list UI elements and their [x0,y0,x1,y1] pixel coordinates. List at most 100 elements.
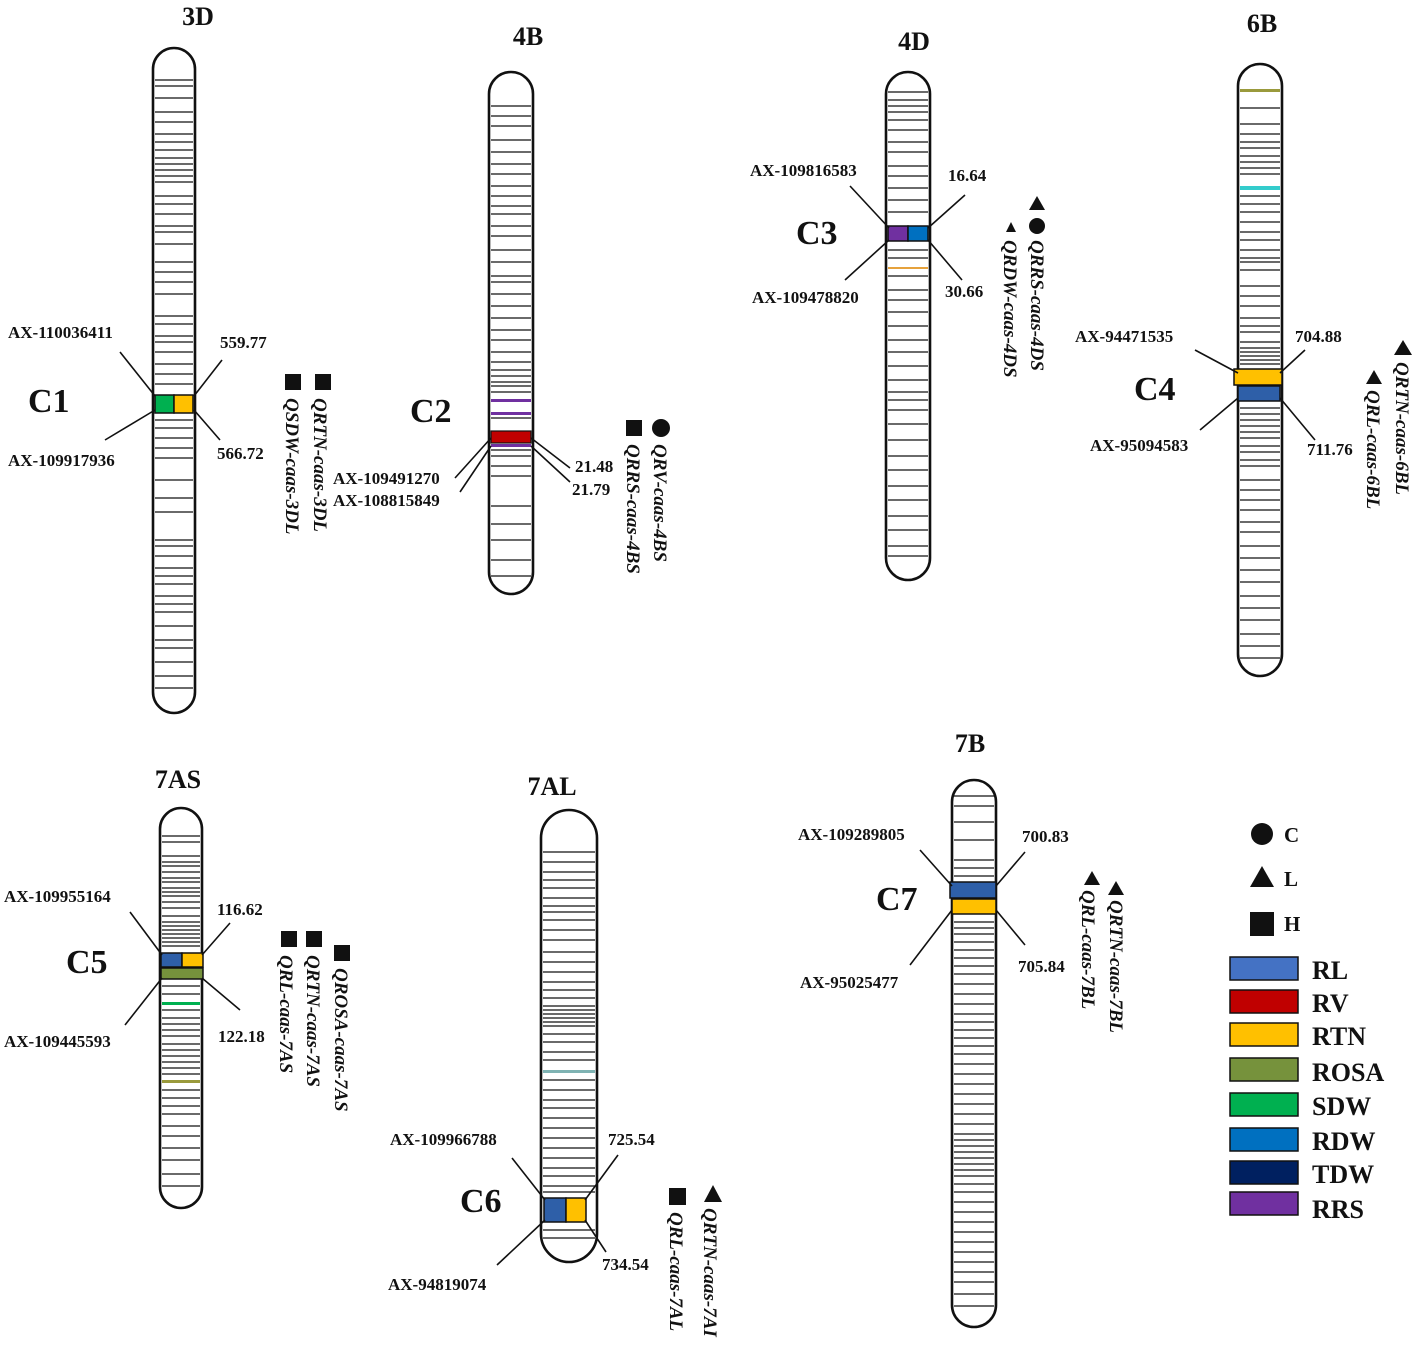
chromosome-7as-rosa-segment [160,967,204,980]
chromosome-4b-marker-bottom: AX-108815849 [333,491,440,510]
chromosome-7b-position-top: 700.83 [1022,827,1069,846]
chromosome-7b: 7B C7 AX-109289805 AX-95025477 700.83 70… [798,729,1126,1329]
legend-label-rrs: RRS [1312,1195,1364,1224]
chromosome-4b-outline [487,70,535,596]
leader-line [1194,349,1239,374]
chromosome-7as-rosa-band [162,1080,200,1083]
chromosome-7as-title: 7AS [155,765,201,794]
chromosome-6b-marker-bottom: AX-95094583 [1090,436,1188,455]
qtl-label-qrtn-7bl: QRTN-caas-7BL [1105,900,1126,1033]
leader-line [909,909,953,966]
qtl-label-qrrs-4bs: QRRS-caas-4BS [622,444,643,574]
qtl-label-qsdw-3dl: QSDW-caas-3DL [281,398,302,535]
chromosome-3d-rtn-segment [173,394,194,414]
legend-swatch-rdw [1229,1127,1299,1152]
leader-line [129,911,163,956]
chromosome-4b-position-top: 21.48 [575,457,613,476]
legend-square-symbol [1250,912,1274,936]
chromosome-7as-position-top: 116.62 [217,900,263,919]
chromosome-7al-position-top: 725.54 [608,1130,655,1149]
leader-line [193,409,221,441]
leader-line [1279,349,1306,374]
chromosome-7al-title: 7AL [527,772,576,801]
chromosome-7al-rtn-segment [565,1197,587,1223]
chromosome-7as-rl-segment [160,952,183,968]
chromosome-6b: 6B C4 AX-94471535 AX-95094583 704.88 711… [1075,9,1412,678]
legend-swatch-rl [1229,956,1299,981]
chromosome-7al-bands [543,851,595,1239]
late-stage-symbol [1029,196,1045,210]
qtl-label-qrl-7as: QRL-caas-7AS [275,955,296,1073]
leader-line [454,437,492,479]
legend-swatch-sdw [1229,1092,1299,1117]
chromosome-4b: 4B C2 AX-109491270 AX-108815849 21.48 21… [333,22,670,596]
chromosome-3d-outline [151,46,197,715]
qtl-label-qrv-4bs: QRV-caas-4BS [649,444,670,562]
legend-label-rdw: RDW [1312,1127,1376,1156]
qtl-label-qrtn-7ai: QRTN-caas-7AI [699,1208,720,1337]
chromosome-3d: 3D C1 AX-110036411 AX-109917936 559.77 5… [8,2,331,715]
leader-line [584,1154,619,1201]
chromosome-4b-marker-top: AX-109491270 [333,469,440,488]
chromosome-7b-position-bottom: 705.84 [1018,957,1065,976]
chromosome-4d-bands [888,91,928,557]
late-stage-symbol [1084,871,1100,885]
legend-label-rosa: ROSA [1312,1058,1384,1087]
chromosome-3d-title: 3D [182,2,214,31]
late-stage-symbol [1006,222,1016,232]
chromosome-7as-marker-bottom: AX-109445593 [4,1032,111,1051]
leader-line [201,977,241,1011]
chromosome-4b-position-bottom: 21.79 [572,480,610,499]
chromosome-7b-rl-segment [949,881,997,899]
chromosome-6b-band-cyan [1240,186,1280,190]
leader-line [1279,397,1316,441]
leader-line [927,239,963,281]
legend-swatch-tdw [1229,1160,1299,1185]
chromosome-6b-rosa-band [1240,89,1280,92]
chromosome-4b-rrs-band [491,444,531,447]
chromosome-7as-rtn-segment [181,952,204,968]
leader-line [919,849,953,887]
chromosome-7as: 7AS C5 AX-109955164 AX-109445593 116.62 … [4,765,351,1210]
legend-square-label: H [1284,912,1300,936]
leader-line [104,409,156,441]
chromosome-6b-rtn-segment [1233,368,1283,386]
qtl-label-qrrs-4ds: QRRS-caas-4DS [1026,240,1047,371]
chromosome-4d-marker-top: AX-109816583 [750,161,857,180]
chromosome-4b-rrs-band [491,399,531,402]
leader-line [995,909,1026,946]
chromosome-3d-marker-bottom: AX-109917936 [8,451,115,470]
chromosome-7as-sdw-band [162,1002,200,1005]
chromosome-4b-rrs-band [491,412,531,415]
legend-swatch-rtn [1229,1022,1299,1047]
cluster-c4-label: C4 [1134,371,1176,408]
chromosome-4d-rrs-segment [887,225,909,242]
chromosome-7as-marker-top: AX-109955164 [4,887,111,906]
cluster-c7-label: C7 [876,881,918,918]
heading-stage-symbol [281,931,297,947]
legend-label-rv: RV [1312,989,1349,1018]
qtl-label-qrl-7al: QRL-caas-7AL [665,1212,686,1331]
chromosome-7al-band-teal [543,1070,595,1073]
chromosome-6b-bands [1240,107,1280,659]
chromosome-7b-rtn-segment [951,898,997,915]
chromosome-4d: 4D C3 AX-109816583 AX-109478820 16.64 30… [750,27,1047,582]
leader-line [119,351,156,397]
chromosome-7al-marker-bottom: AX-94819074 [388,1275,487,1294]
leader-line [849,185,890,229]
chromosome-7b-marker-bottom: AX-95025477 [800,973,899,992]
qtl-label-qrtn-7as: QRTN-caas-7AS [302,955,323,1087]
qtl-label-qrl-7bl: QRL-caas-7BL [1077,890,1098,1009]
cluster-c3-label: C3 [796,215,838,252]
heading-stage-symbol [315,374,331,390]
heading-stage-symbol [669,1188,686,1205]
chromosome-7as-position-bottom: 122.18 [218,1027,265,1046]
chromosome-4b-bands [491,105,531,577]
qtl-label-qrtn-3dl: QRTN-caas-3DL [309,398,330,532]
chromosome-4d-title: 4D [898,27,930,56]
chromosome-7al-position-bottom: 734.54 [602,1255,649,1274]
chromosome-3d-sdw-segment [154,394,175,414]
heading-stage-symbol [285,374,301,390]
chromosome-7al-outline [539,808,599,1264]
